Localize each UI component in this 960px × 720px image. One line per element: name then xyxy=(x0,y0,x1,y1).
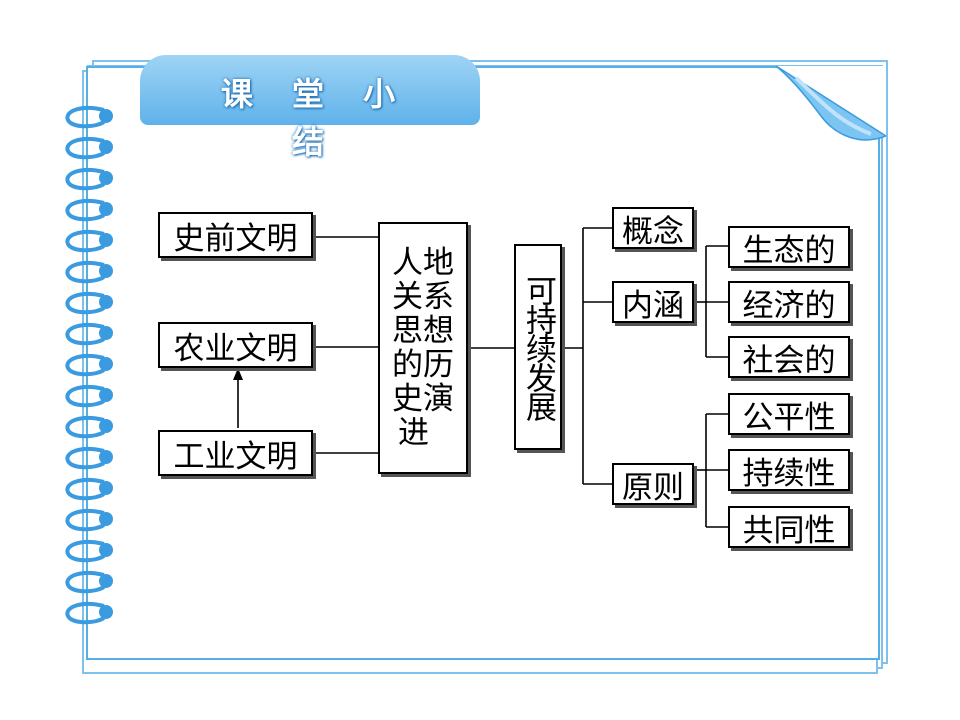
spiral-ring xyxy=(65,384,113,408)
spiral-ring xyxy=(65,446,113,470)
node-human-land-relationship: 人地 关系 思想 的历 史演 进 xyxy=(378,222,468,474)
spiral-ring xyxy=(65,508,113,532)
spiral-ring xyxy=(65,229,113,253)
node-sustainable-development: 可持续发展 xyxy=(514,244,562,450)
spiral-ring xyxy=(65,415,113,439)
node-concept: 概念 xyxy=(612,207,694,250)
node-industrial-civilization: 工业文明 xyxy=(158,430,313,476)
node-prehistoric-civilization: 史前文明 xyxy=(158,212,313,258)
node-principle: 原则 xyxy=(612,463,694,506)
spiral-ring xyxy=(65,260,113,284)
spiral-ring xyxy=(65,136,113,160)
spiral-ring xyxy=(65,105,113,129)
spiral-ring xyxy=(65,570,113,594)
spiral-ring xyxy=(65,353,113,377)
node-connotation: 内涵 xyxy=(612,281,694,324)
node-sustainability: 持续性 xyxy=(728,449,850,492)
node-economic: 经济的 xyxy=(728,281,850,324)
arrow-up-icon xyxy=(233,368,243,380)
node-commonality: 共同性 xyxy=(728,506,850,549)
spiral-ring xyxy=(65,601,113,625)
spiral-ring xyxy=(65,198,113,222)
spiral-ring xyxy=(65,477,113,501)
spiral-ring xyxy=(65,322,113,346)
spiral-ring xyxy=(65,539,113,563)
node-agricultural-civilization: 农业文明 xyxy=(158,322,313,368)
spiral-binding xyxy=(65,105,113,625)
title-tab xyxy=(140,55,480,125)
spiral-ring xyxy=(65,167,113,191)
page-title: 课 堂 小 结 xyxy=(220,75,410,161)
page-curl-icon xyxy=(776,66,886,141)
node-ecological: 生态的 xyxy=(728,226,850,269)
node-social: 社会的 xyxy=(728,336,850,379)
spiral-ring xyxy=(65,291,113,315)
node-fairness: 公平性 xyxy=(728,393,850,436)
